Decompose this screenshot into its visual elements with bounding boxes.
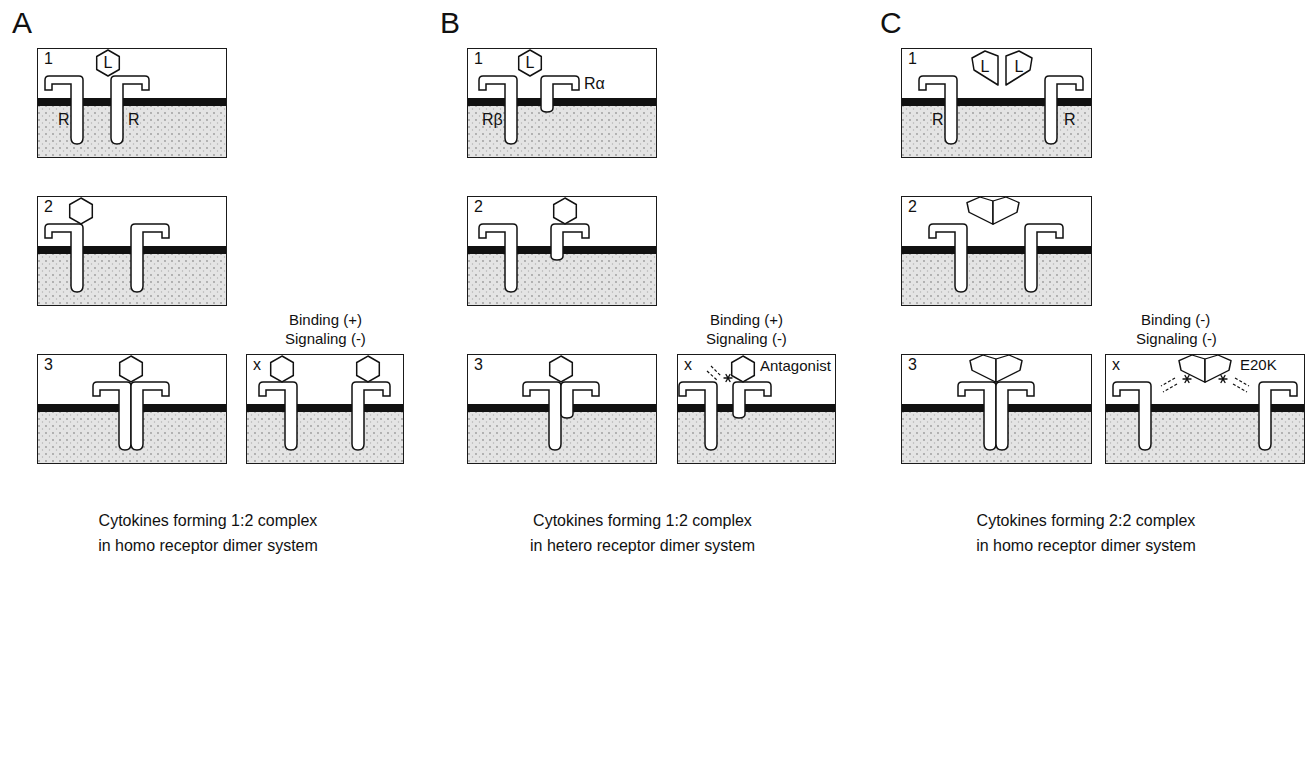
- receptor-label: R: [128, 111, 140, 129]
- status-note: Signaling (-): [1136, 331, 1217, 348]
- step-number: x: [1112, 356, 1120, 374]
- step-number: 2: [908, 198, 917, 216]
- ligand-outline: [519, 50, 542, 76]
- status-note: Binding (-): [1141, 312, 1210, 329]
- ligand-shape: L: [972, 51, 998, 85]
- step-panel: x Antagonist: [677, 354, 836, 464]
- panel-caption: Cytokines forming 1:2 complex in homo re…: [96, 508, 320, 558]
- ligand-shape: L: [95, 50, 121, 76]
- panel-art: [677, 356, 836, 464]
- step-panel: 1R R L L: [901, 48, 1092, 158]
- ligand-label: L: [1015, 58, 1024, 76]
- step-panel: 2: [467, 196, 657, 306]
- panel-letter: B: [440, 6, 460, 39]
- ligand-shape: L: [517, 50, 543, 76]
- step-panel: 2: [901, 196, 1092, 306]
- step-number: 1: [44, 50, 53, 68]
- panel-art: [467, 198, 657, 306]
- panel-art: [467, 356, 657, 464]
- ligand-label: L: [981, 58, 990, 76]
- step-number: 3: [44, 356, 53, 374]
- step-panel: 1RαRβ L: [467, 48, 657, 158]
- receptor-label: R: [58, 111, 70, 129]
- step-number: 1: [474, 50, 483, 68]
- note-label: Antagonist: [760, 358, 831, 375]
- status-note: Signaling (-): [706, 331, 787, 348]
- note-label: E20K: [1240, 357, 1277, 374]
- panel-letter: C: [880, 6, 902, 39]
- step-number: 3: [474, 356, 483, 374]
- step-panel: 3: [467, 354, 657, 464]
- ligand-label: L: [104, 54, 113, 72]
- step-panel: x: [246, 354, 404, 464]
- panel-art: [467, 76, 657, 158]
- panel-art: [37, 356, 227, 464]
- panel-caption: Cytokines forming 1:2 complex in hetero …: [528, 508, 757, 558]
- ligand-outline: [972, 51, 998, 85]
- ligand-label: L: [526, 54, 535, 72]
- step-panel: 3: [901, 354, 1092, 464]
- status-note: Signaling (-): [285, 331, 366, 348]
- receptor-label: Rβ: [482, 111, 503, 129]
- panel-caption: Cytokines forming 2:2 complex in homo re…: [974, 508, 1198, 558]
- panel-art: [37, 198, 227, 306]
- panel-art: [901, 76, 1092, 158]
- step-number: 3: [908, 356, 917, 374]
- step-number: 2: [44, 198, 53, 216]
- step-panel: 1R R L: [37, 48, 227, 158]
- panel-art: [1105, 355, 1305, 464]
- status-note: Binding (+): [710, 312, 783, 329]
- panel-art: [246, 356, 404, 464]
- receptor-label: R: [1064, 111, 1076, 129]
- step-panel: 2: [37, 196, 227, 306]
- status-note: Binding (+): [289, 312, 362, 329]
- receptor-label: R: [932, 111, 944, 129]
- step-panel: 3: [37, 354, 227, 464]
- panel-letter: A: [12, 6, 32, 39]
- panel-art: [901, 355, 1092, 464]
- step-number: x: [684, 356, 692, 374]
- step-number: x: [253, 356, 261, 374]
- panel-art: [901, 197, 1092, 306]
- ligand-outline: [1006, 51, 1032, 85]
- step-number: 2: [474, 198, 483, 216]
- ligand-shape: L: [1006, 51, 1032, 85]
- step-number: 1: [908, 50, 917, 68]
- step-panel: x E20K: [1105, 354, 1305, 464]
- receptor-label: Rα: [584, 75, 605, 93]
- panel-art: [37, 76, 227, 158]
- ligand-outline: [97, 50, 120, 76]
